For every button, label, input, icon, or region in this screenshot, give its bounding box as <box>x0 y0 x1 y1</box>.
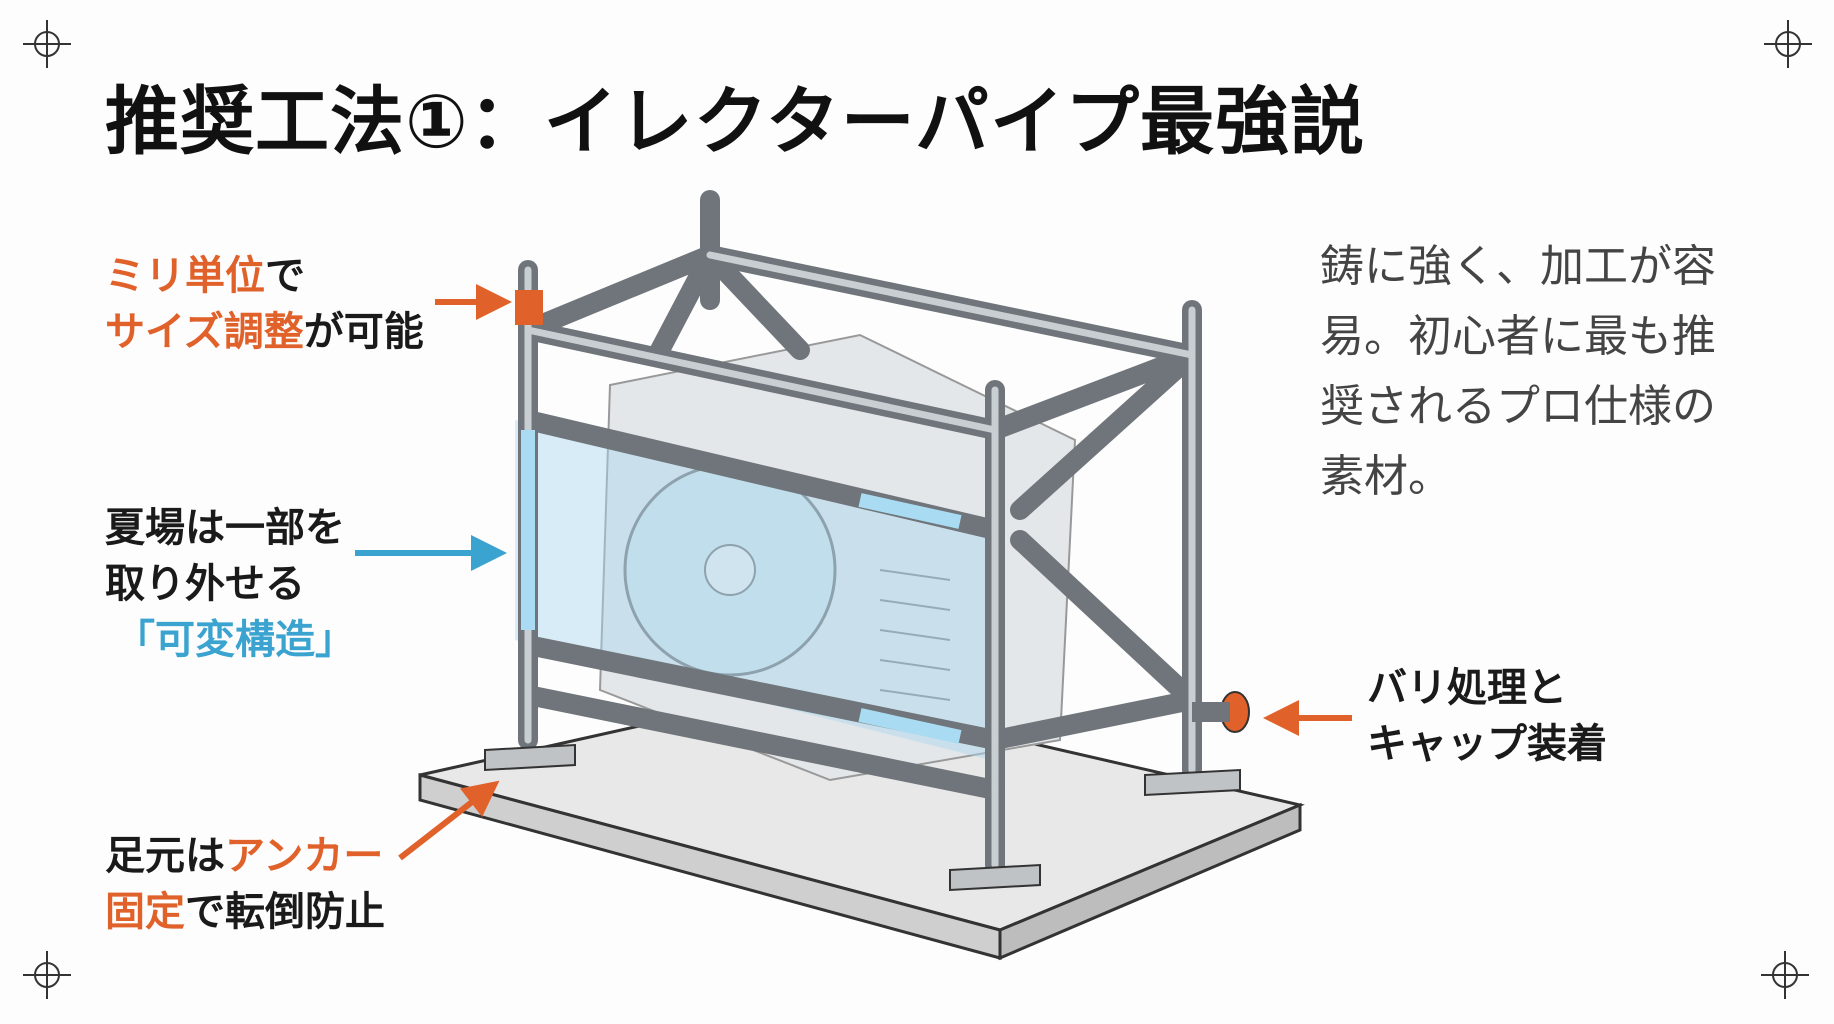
description-line: 素材。 <box>1320 451 1452 502</box>
orange-collar <box>515 290 543 325</box>
callout-text: 固定 <box>105 889 185 935</box>
description-line: 鋳に強く、加工が容 <box>1320 241 1716 292</box>
callout-text: で <box>265 253 305 299</box>
crosshair-icon <box>23 20 71 68</box>
callout-cap: バリ処理と キャップ装着 <box>1367 660 1607 772</box>
callout-text: キャップ装着 <box>1367 721 1607 767</box>
callout-text: が可能 <box>303 309 424 355</box>
pipe-frame-illustration <box>418 190 1305 961</box>
callout-anchor: 足元はアンカー 固定で転倒防止 <box>105 828 385 940</box>
callout-text: 「可変構造」 <box>115 617 355 663</box>
description-text: 鋳に強く、加工が容 易。初心者に最も推 奨されるプロ仕様の 素材。 <box>1320 232 1760 512</box>
callout-text: アンカー <box>225 833 384 879</box>
callout-text: サイズ調整 <box>105 309 304 355</box>
callout-text: 足元は <box>105 833 225 879</box>
description-line: 奨されるプロ仕様の <box>1320 381 1716 432</box>
callout-removable: 夏場は一部を 取り外せる 「可変構造」 <box>105 500 355 668</box>
callout-text: 取り外せる <box>105 561 305 607</box>
description-line: 易。初心者に最も推 <box>1320 311 1716 362</box>
callout-text: 夏場は一部を <box>105 505 345 551</box>
crosshair-icon <box>1761 951 1809 999</box>
crosshair-icon <box>1764 20 1812 68</box>
arrow-icon <box>398 780 500 861</box>
callout-text: で転倒防止 <box>185 889 385 935</box>
callout-size-adjust: ミリ単位で サイズ調整が可能 <box>105 248 424 360</box>
crosshair-icon <box>23 951 71 999</box>
callout-text: ミリ単位 <box>105 253 265 299</box>
page-title: 推奨工法①：イレクターパイプ最強説 <box>105 79 1365 165</box>
callout-text: バリ処理と <box>1367 665 1567 711</box>
